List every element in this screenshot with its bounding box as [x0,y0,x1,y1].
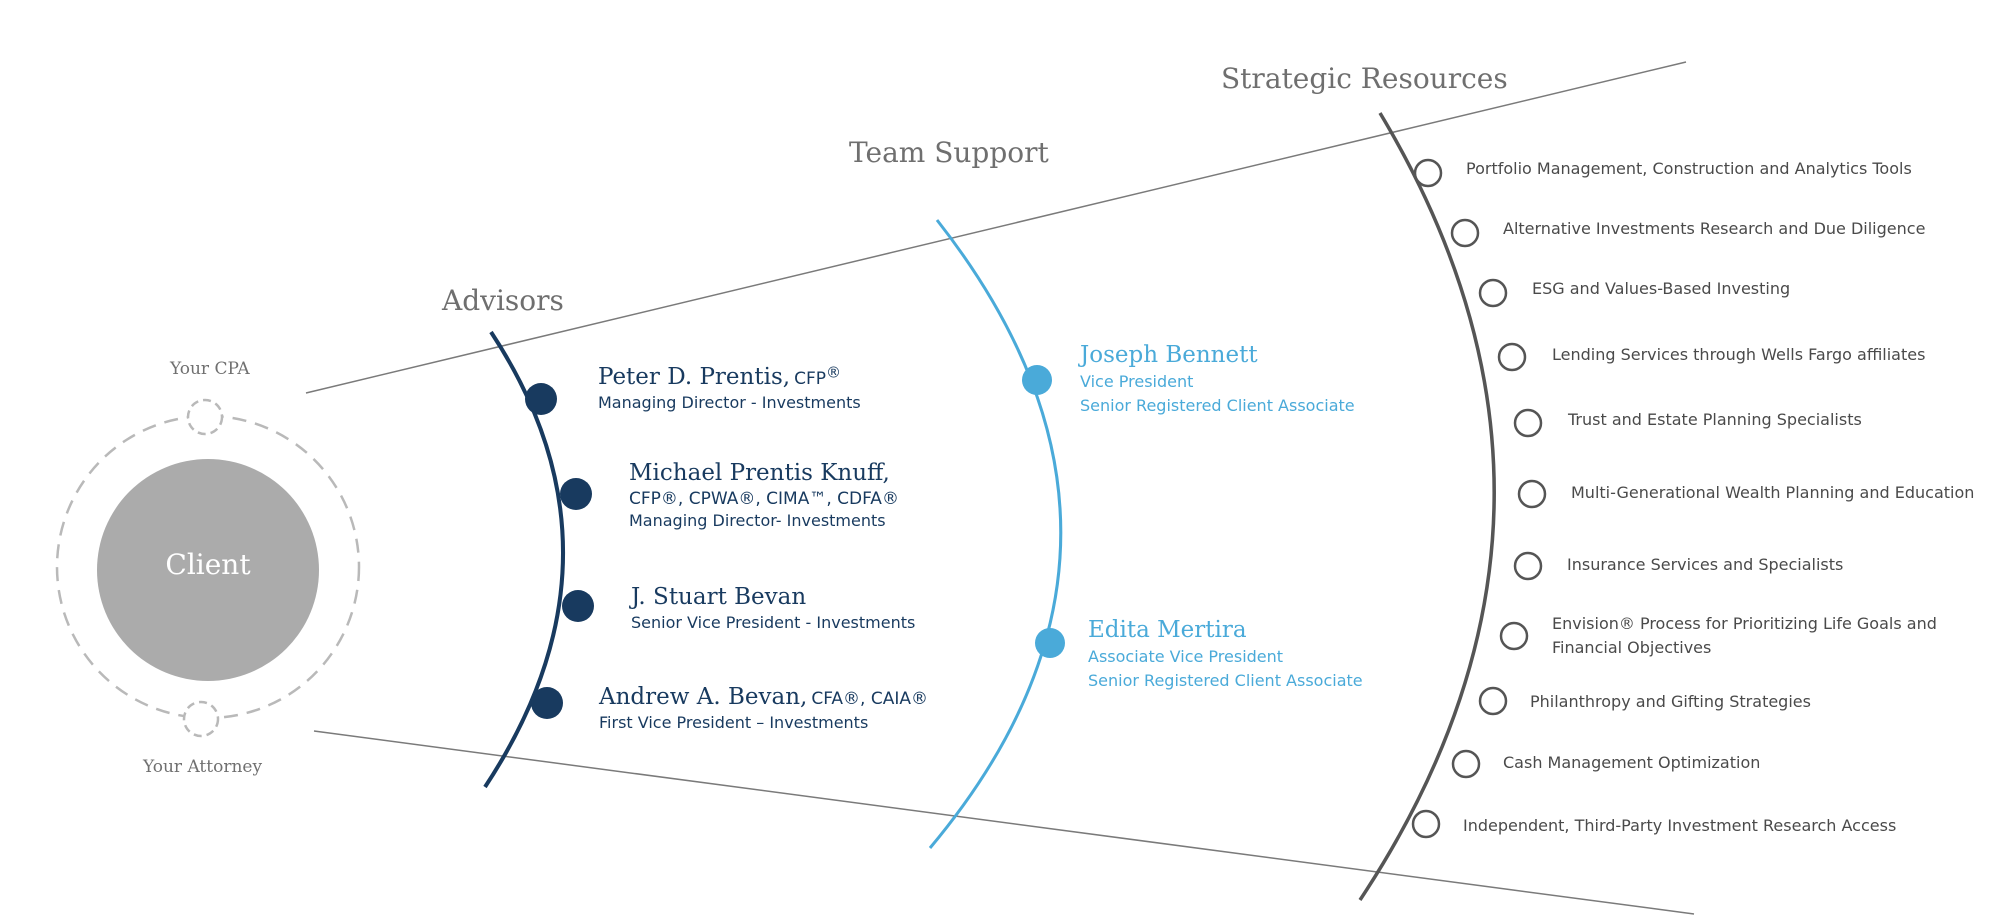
advisor-node [531,687,563,719]
advisor-role: Senior Vice President - Investments [631,613,916,632]
resource-item: Portfolio Management, Construction and A… [1466,159,1912,178]
advisor-role: Managing Director- Investments [629,511,886,530]
funnel-top-line [305,61,1687,394]
resource-node [1411,809,1441,839]
team-member-name: Edita Mertira [1088,617,1247,643]
advisor-role: First Vice President – Investments [599,713,869,732]
resource-item: Alternative Investments Research and Due… [1503,219,1926,238]
funnel-bottom-line [313,730,1695,915]
attorney-label: Your Attorney [143,757,263,777]
resource-node [1478,686,1508,716]
advisor-name: Andrew A. Bevan, [599,684,808,710]
team-member-role: Senior Registered Client Associate [1080,396,1355,415]
resource-item: Envision® Process for Prioritizing Life … [1552,612,1937,660]
client-circle [97,459,319,681]
advisor-node [560,478,592,510]
attorney-node [182,700,220,738]
advisors-heading: Advisors [442,284,564,317]
cpa-node [186,398,224,436]
resource-node [1499,621,1529,651]
advisor-andrew-bevan: Andrew A. Bevan, CFA®, CAIA® First Vice … [599,682,928,734]
advisor-peter-prentis: Peter D. Prentis, CFP® Managing Director… [598,362,861,414]
resource-node [1450,218,1480,248]
advisors-arc [483,330,565,789]
resource-node [1413,158,1443,188]
advisor-name: J. Stuart Bevan [631,584,807,610]
team-support-arc [928,219,1063,849]
advisor-stuart-bevan: J. Stuart Bevan Senior Vice President - … [631,582,915,634]
resource-item: Independent, Third-Party Investment Rese… [1463,816,1897,835]
team-member-role: Senior Registered Client Associate [1088,671,1363,690]
team-support-heading: Team Support [849,136,1049,169]
advisor-node [525,383,557,415]
resource-node [1478,278,1508,308]
team-member-title: Associate Vice President [1088,647,1284,666]
advisor-node [562,590,594,622]
advisor-credentials: CFP® [794,363,841,389]
resource-item-line: Financial Objectives [1552,638,1712,657]
advisor-credentials: CFA®, CAIA® [811,689,928,709]
team-member-title: Vice President [1080,372,1194,391]
team-support-node [1035,628,1065,658]
resource-item: Cash Management Optimization [1503,753,1761,772]
advisor-name: Michael Prentis Knuff, [629,460,890,486]
resource-node [1517,479,1547,509]
resource-item: Multi-Generational Wealth Planning and E… [1571,483,1975,502]
team-member-name: Joseph Bennett [1080,342,1258,368]
cpa-label: Your CPA [170,359,250,379]
resource-node [1451,749,1481,779]
resource-item: Philanthropy and Gifting Strategies [1530,692,1811,711]
resource-item: Lending Services through Wells Fargo aff… [1552,345,1926,364]
team-member-joseph-bennett: Joseph Bennett Vice President Senior Reg… [1080,340,1355,418]
resource-item: Insurance Services and Specialists [1567,555,1844,574]
strategic-resources-heading: Strategic Resources [1221,62,1508,95]
resource-node [1513,408,1543,438]
resource-node [1513,551,1543,581]
team-member-edita-mertira: Edita Mertira Associate Vice President S… [1088,615,1363,693]
advisor-michael-knuff: Michael Prentis Knuff, CFP®, CPWA®, CIMA… [629,458,899,532]
resource-item: Trust and Estate Planning Specialists [1568,410,1862,429]
resource-item: ESG and Values-Based Investing [1532,279,1791,298]
advisor-role: Managing Director - Investments [598,393,861,412]
advisor-name: Peter D. Prentis, [598,364,791,390]
advisor-credentials: CFP®, CPWA®, CIMA™, CDFA® [629,489,899,509]
client-label: Client [165,548,251,581]
resource-item-line: Envision® Process for Prioritizing Life … [1552,614,1937,633]
team-support-node [1022,365,1052,395]
resource-node [1497,342,1527,372]
strategic-resources-arc [1358,112,1496,901]
